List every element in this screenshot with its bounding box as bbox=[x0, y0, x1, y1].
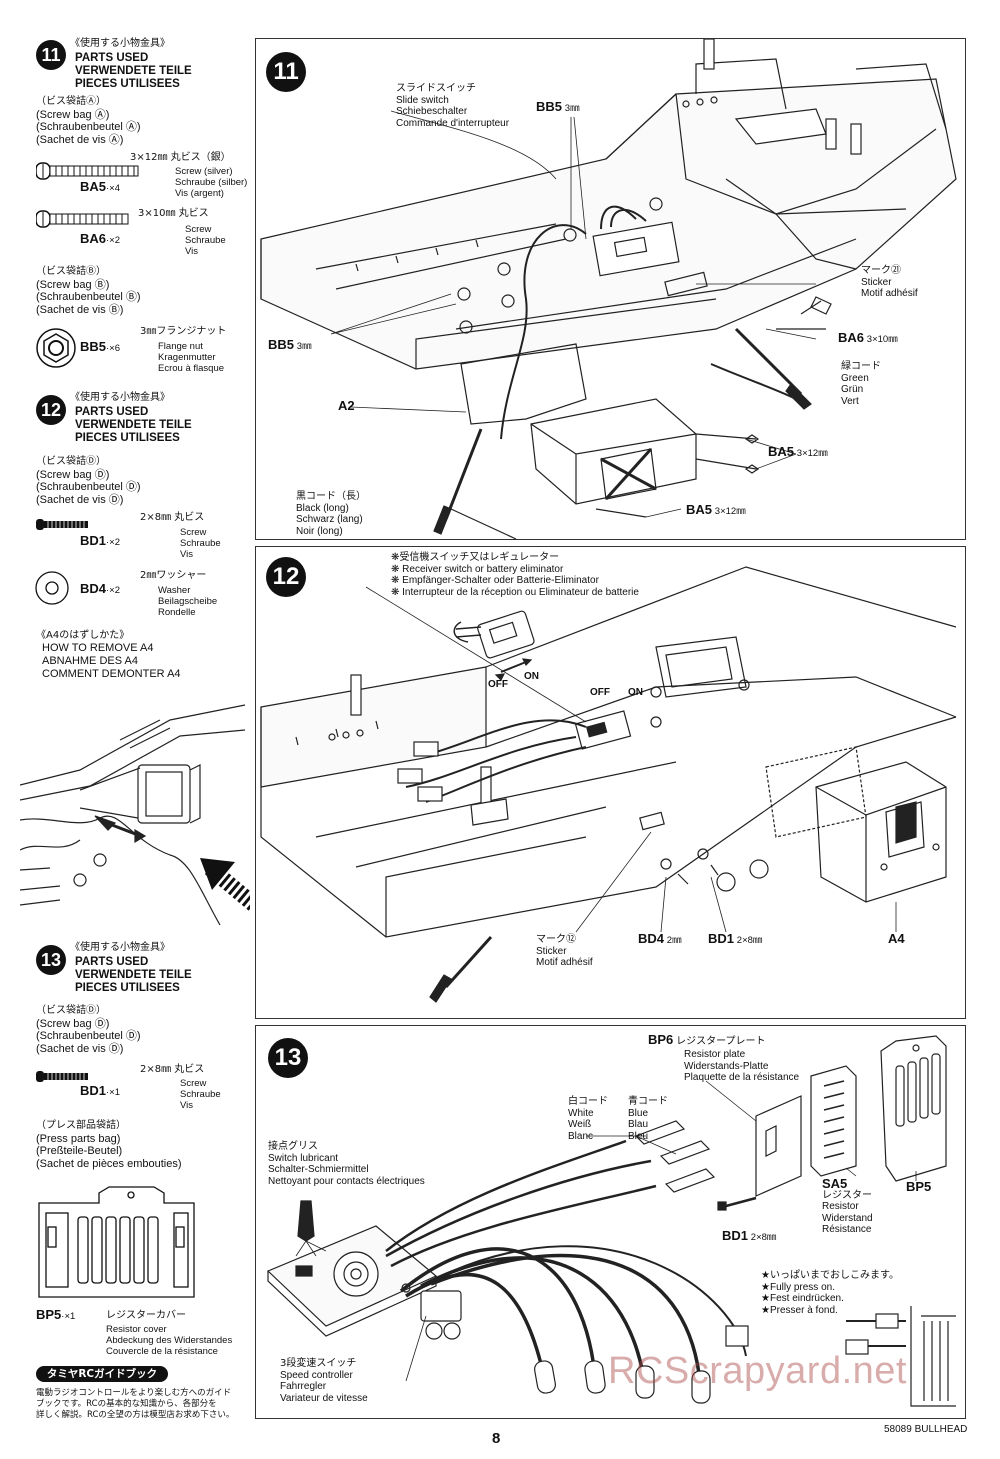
page-number: 8 bbox=[492, 1430, 501, 1447]
resistor-cover-illustration bbox=[38, 1186, 195, 1298]
step-12-title: PARTS USED VERWENDETE TEILE PIECES UTILI… bbox=[75, 406, 192, 444]
step-11-title: PARTS USED VERWENDETE TEILE PIECES UTILI… bbox=[75, 52, 192, 90]
bb5-size: 3㎜フランジナット bbox=[140, 326, 227, 337]
step-12-badge: 12 bbox=[36, 395, 66, 425]
ba6-panel-label: BA6 3×10㎜ bbox=[838, 330, 898, 345]
washer-icon bbox=[35, 571, 69, 605]
bd4-code: BD4·×2 bbox=[80, 581, 121, 596]
bd1-13-size: 2×8㎜ 丸ビス bbox=[140, 1064, 205, 1075]
white-wire-label: 白コード White Weiß Blanc bbox=[568, 1096, 608, 1142]
bp5-panel-label: BP5 bbox=[906, 1179, 932, 1194]
ba6-size: 3×10㎜ 丸ビス bbox=[138, 208, 209, 219]
ba6-code: BA6·×2 bbox=[80, 231, 121, 246]
speed-controller-label: 3段変速スイッチ Speed controller Fahrregler Var… bbox=[280, 1358, 368, 1404]
screw-icon-bd1 bbox=[36, 519, 88, 530]
bag-b-label: （ビス袋詰Ⓑ） (Screw bag Ⓑ) (Schraubenbeutel Ⓑ… bbox=[36, 266, 141, 316]
bp5-desc: Resistor cover Abdeckung des Widerstande… bbox=[106, 1324, 233, 1357]
sticker-12-label: マーク⑫ Sticker Motif adhésif bbox=[536, 934, 593, 968]
bd4-size: 2㎜ワッシャー bbox=[140, 570, 207, 581]
ba5-code: BA5·×4 bbox=[80, 179, 121, 194]
bp5-code: BP5·×1 bbox=[36, 1307, 76, 1322]
bd1-13-desc: Screw Schraube Vis bbox=[180, 1078, 221, 1111]
slide-switch-label: スライドスイッチ Slide switch Schiebeschalter Co… bbox=[396, 83, 510, 129]
flange-nut-icon bbox=[36, 328, 76, 368]
bb5-desc: Flange nut Kragenmutter Ecrou à flasque bbox=[158, 341, 225, 374]
bp5-name-ja: レジスターカバー bbox=[106, 1310, 186, 1321]
sticker-21-label: マーク㉑ Sticker Motif adhésif bbox=[861, 265, 918, 299]
on-label-2: ON bbox=[628, 687, 643, 698]
blue-wire-label: 青コード Blue Blau Bleu bbox=[628, 1096, 668, 1142]
step-13-title: PARTS USED VERWENDETE TEILE PIECES UTILI… bbox=[75, 956, 192, 994]
bd1-code: BD1·×2 bbox=[80, 533, 121, 548]
model-code: 58089 BULLHEAD bbox=[884, 1424, 968, 1435]
guidebook-badge: タミヤRCガイドブック bbox=[36, 1366, 168, 1382]
bd1-panel-label: BD1 2×8㎜ bbox=[708, 931, 763, 946]
panel-11-badge: 11 bbox=[266, 52, 306, 92]
a4-removal-illustration bbox=[20, 704, 250, 926]
bb5-code: BB5·×6 bbox=[80, 339, 121, 354]
panel-12-illustration bbox=[260, 566, 957, 1003]
step-11-badge: 11 bbox=[36, 40, 66, 70]
a4-remove-heading: 《A4のはずしかた》 HOW TO REMOVE A4 ABNAHME DES … bbox=[36, 630, 181, 680]
bb5-top-label: BB5 3㎜ bbox=[536, 99, 580, 114]
bp6-desc: Resistor plate Widerstands-Platte Plaque… bbox=[684, 1049, 800, 1083]
step-13-title-ja: 《使用する小物金具》 bbox=[70, 942, 170, 953]
bd1-desc: Screw Schraube Vis bbox=[180, 527, 221, 560]
panel-step-12: 12 bbox=[255, 546, 966, 1019]
switch-lubricant-label: 接点グリス Switch lubricant Schalter-Schmierm… bbox=[268, 1141, 425, 1187]
bd1-13-code: BD1·×1 bbox=[80, 1083, 121, 1098]
bb5-left-label: BB5 3㎜ bbox=[268, 337, 312, 352]
panel-11-illustration bbox=[260, 39, 957, 540]
bd4-panel-label: BD4 2㎜ bbox=[638, 931, 682, 946]
ba5-panel-label-b: BA5 3×12㎜ bbox=[686, 502, 746, 517]
green-wire-label: 緑コード Green Grün Vert bbox=[841, 361, 881, 407]
ba5-size: 3×12㎜ 丸ビス（銀） bbox=[130, 152, 231, 163]
panel-13-illustration bbox=[266, 1035, 956, 1407]
sa5-label: SA5 レジスター Resistor Widerstand Résistance bbox=[822, 1176, 873, 1235]
step-11-title-ja: 《使用する小物金具》 bbox=[70, 38, 170, 49]
on-label-1: ON bbox=[524, 671, 539, 682]
bag-d-label: （ビス袋詰Ⓓ） (Screw bag Ⓓ) (Schraubenbeutel Ⓓ… bbox=[36, 456, 141, 506]
off-label-1: OFF bbox=[488, 679, 508, 690]
a2-label: A2 bbox=[338, 398, 355, 413]
panel-12-badge: 12 bbox=[266, 557, 306, 597]
a4-label: A4 bbox=[888, 931, 905, 946]
bag-a-label: （ビス袋詰Ⓐ） (Screw bag Ⓐ) (Schraubenbeutel Ⓐ… bbox=[36, 96, 141, 146]
screw-icon-ba6 bbox=[36, 210, 129, 228]
watermark: RCScrapyard.net bbox=[608, 1350, 907, 1392]
ba6-desc: Screw Schraube Vis bbox=[185, 224, 226, 257]
bag-d2-label: （ビス袋詰Ⓓ） (Screw bag Ⓓ) (Schraubenbeutel Ⓓ… bbox=[36, 1005, 141, 1055]
bd4-desc: Washer Beilagscheibe Rondelle bbox=[158, 585, 218, 618]
off-label-2: OFF bbox=[590, 687, 610, 698]
screw-icon-bd1-13 bbox=[36, 1071, 88, 1082]
press-bag-label: （プレス部品袋詰） (Press parts bag) (Preßteile-B… bbox=[36, 1120, 182, 1170]
screw-icon-ba5 bbox=[36, 162, 139, 180]
panel-13-badge: 13 bbox=[268, 1038, 308, 1078]
bp6-label: BP6 レジスタープレート bbox=[648, 1032, 766, 1047]
press-note: ★いっぱいまでおしこみます。 ★Fully press on. ★Fest ei… bbox=[761, 1270, 899, 1316]
bd1-size: 2×8㎜ 丸ビス bbox=[140, 512, 205, 523]
guidebook-text: 電動ラジオコントロールをより楽しむ方へのガイド ブックです。RCの基本的な知識か… bbox=[36, 1388, 235, 1420]
push-arrow-icon bbox=[200, 858, 250, 912]
step-13-badge: 13 bbox=[36, 945, 66, 975]
step-12-title-ja: 《使用する小物金具》 bbox=[70, 392, 170, 403]
panel-step-13: 13 bbox=[255, 1025, 966, 1419]
ba5-desc: Screw (silver) Schraube (silber) Vis (ar… bbox=[175, 166, 248, 199]
black-wire-label: 黒コード（長） Black (long) Schwarz (lang) Noir… bbox=[296, 491, 366, 537]
receiver-switch-note: ❋受信機スイッチ又はレギュレーター ❋ Receiver switch or b… bbox=[391, 552, 639, 598]
bd1-13-panel-label: BD1 2×8㎜ bbox=[722, 1228, 777, 1243]
ba5-panel-label-a: BA5 3×12㎜ bbox=[768, 444, 828, 459]
panel-step-11: 11 bbox=[255, 38, 966, 540]
